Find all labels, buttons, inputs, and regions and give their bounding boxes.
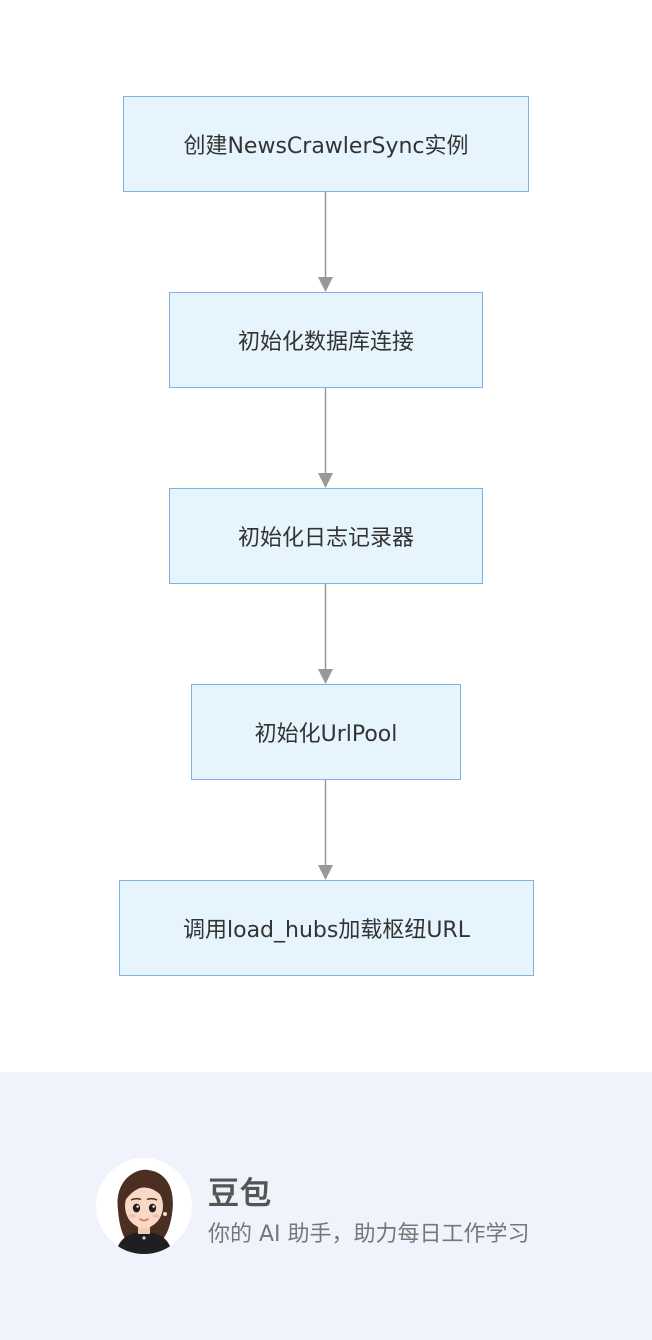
avatar bbox=[96, 1158, 192, 1254]
node-label: 调用load_hubs加载枢纽URL bbox=[183, 918, 470, 943]
flowchart-edges bbox=[318, 192, 333, 880]
brand-name: 豆包 bbox=[208, 1176, 272, 1212]
node-create-crawler: 创建NewsCrawlerSync实例 bbox=[123, 96, 529, 192]
brand-tagline: 你的 AI 助手，助力每日工作学习 bbox=[208, 1222, 530, 1247]
edge-n4-n5 bbox=[318, 780, 333, 880]
node-label: 初始化数据库连接 bbox=[237, 330, 414, 355]
node-init-logger: 初始化日志记录器 bbox=[169, 488, 483, 584]
node-init-database: 初始化数据库连接 bbox=[169, 292, 483, 388]
node-label: 初始化UrlPool bbox=[254, 722, 398, 747]
node-load-hubs: 调用load_hubs加载枢纽URL bbox=[119, 880, 534, 976]
node-init-urlpool: 初始化UrlPool bbox=[191, 684, 461, 780]
edge-n2-n3 bbox=[318, 388, 333, 488]
edge-n1-n2 bbox=[318, 192, 333, 292]
flowchart: 创建NewsCrawlerSync实例 初始化数据库连接 初始化日志记录器 初始… bbox=[119, 96, 534, 976]
avatar-girl-icon bbox=[96, 1158, 192, 1254]
edge-n3-n4 bbox=[318, 584, 333, 684]
brand-footer: 豆包 你的 AI 助手，助力每日工作学习 bbox=[0, 1072, 652, 1340]
node-label: 创建NewsCrawlerSync实例 bbox=[183, 134, 469, 159]
node-label: 初始化日志记录器 bbox=[237, 526, 414, 551]
